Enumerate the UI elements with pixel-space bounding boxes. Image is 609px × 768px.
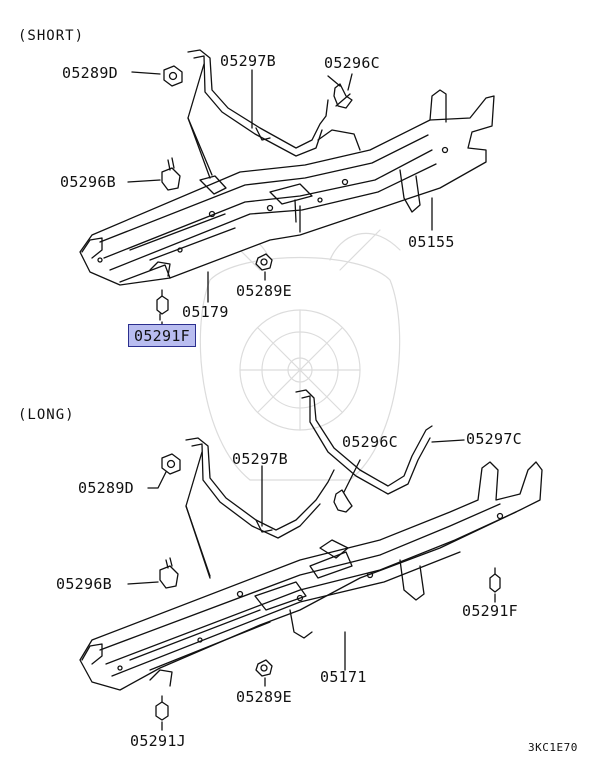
label-short-05155[interactable]: 05155 xyxy=(408,233,455,251)
label-short-05296B[interactable]: 05296B xyxy=(60,173,116,191)
label-short-05289E[interactable]: 05289E xyxy=(236,282,292,300)
label-long-05289D[interactable]: 05289D xyxy=(78,479,134,497)
label-long-05171[interactable]: 05171 xyxy=(320,668,367,686)
label-long-05297C[interactable]: 05297C xyxy=(466,430,522,448)
label-short-05297B[interactable]: 05297B xyxy=(220,52,276,70)
diagram-code: 3KC1E70 xyxy=(528,741,578,754)
label-long-05296C[interactable]: 05296C xyxy=(342,433,398,451)
label-short-05179[interactable]: 05179 xyxy=(182,303,229,321)
section-title-short: (SHORT) xyxy=(18,28,85,44)
label-long-05291J[interactable]: 05291J xyxy=(130,732,186,750)
long-skid-plate-assembly xyxy=(79,389,543,731)
label-short-05291F-highlighted[interactable]: 05291F xyxy=(128,324,196,347)
section-title-long: (LONG) xyxy=(18,407,75,423)
label-long-05296B[interactable]: 05296B xyxy=(56,575,112,593)
label-long-05291F[interactable]: 05291F xyxy=(462,602,518,620)
short-skid-plate-assembly xyxy=(79,49,495,329)
label-long-05289E[interactable]: 05289E xyxy=(236,688,292,706)
label-short-05289D[interactable]: 05289D xyxy=(62,64,118,82)
label-short-05296C[interactable]: 05296C xyxy=(324,54,380,72)
label-long-05297B[interactable]: 05297B xyxy=(232,450,288,468)
